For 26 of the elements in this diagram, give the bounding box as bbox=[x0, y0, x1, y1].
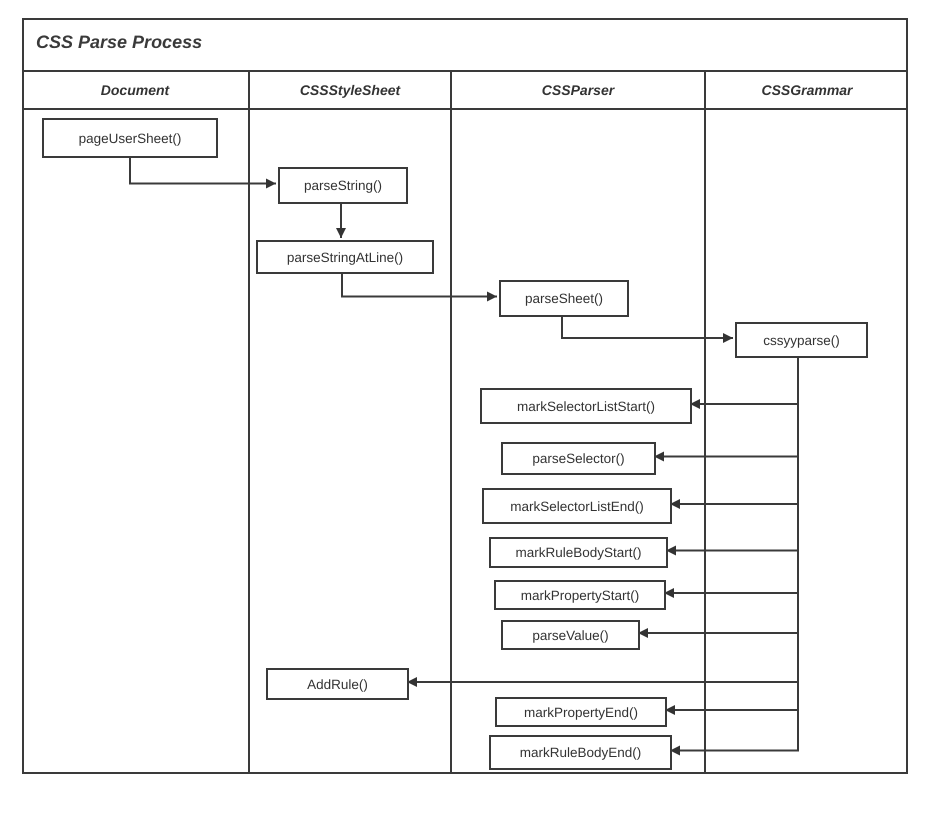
arrow bbox=[336, 202, 346, 238]
process-box: markPropertyStart() bbox=[494, 580, 666, 610]
diagram-title: CSS Parse Process bbox=[36, 32, 202, 53]
arrow bbox=[341, 272, 497, 302]
lane-header: CSSGrammar bbox=[761, 82, 853, 98]
process-box: parseSheet() bbox=[499, 280, 629, 317]
process-box: markPropertyEnd() bbox=[495, 697, 667, 727]
lane-header: CSSStyleSheet bbox=[300, 82, 400, 98]
swimlane bbox=[450, 70, 704, 774]
lane-header: Document bbox=[100, 82, 170, 98]
arrow bbox=[129, 156, 276, 188]
process-box: AddRule() bbox=[266, 668, 409, 700]
process-box: markSelectorListStart() bbox=[480, 388, 692, 424]
process-box: cssyyparse() bbox=[735, 322, 868, 358]
lane-header: CSSParser bbox=[542, 82, 614, 98]
process-box: markRuleBodyStart() bbox=[489, 537, 668, 568]
process-box: parseValue() bbox=[501, 620, 640, 650]
arrow bbox=[561, 315, 733, 343]
process-box: pageUserSheet() bbox=[42, 118, 218, 158]
process-box: parseSelector() bbox=[501, 442, 656, 475]
swimlane bbox=[248, 70, 450, 774]
process-box: parseStringAtLine() bbox=[256, 240, 434, 274]
swimlane bbox=[704, 70, 908, 774]
process-box: markRuleBodyEnd() bbox=[489, 735, 672, 770]
process-box: markSelectorListEnd() bbox=[482, 488, 672, 524]
process-box: parseString() bbox=[278, 167, 408, 204]
